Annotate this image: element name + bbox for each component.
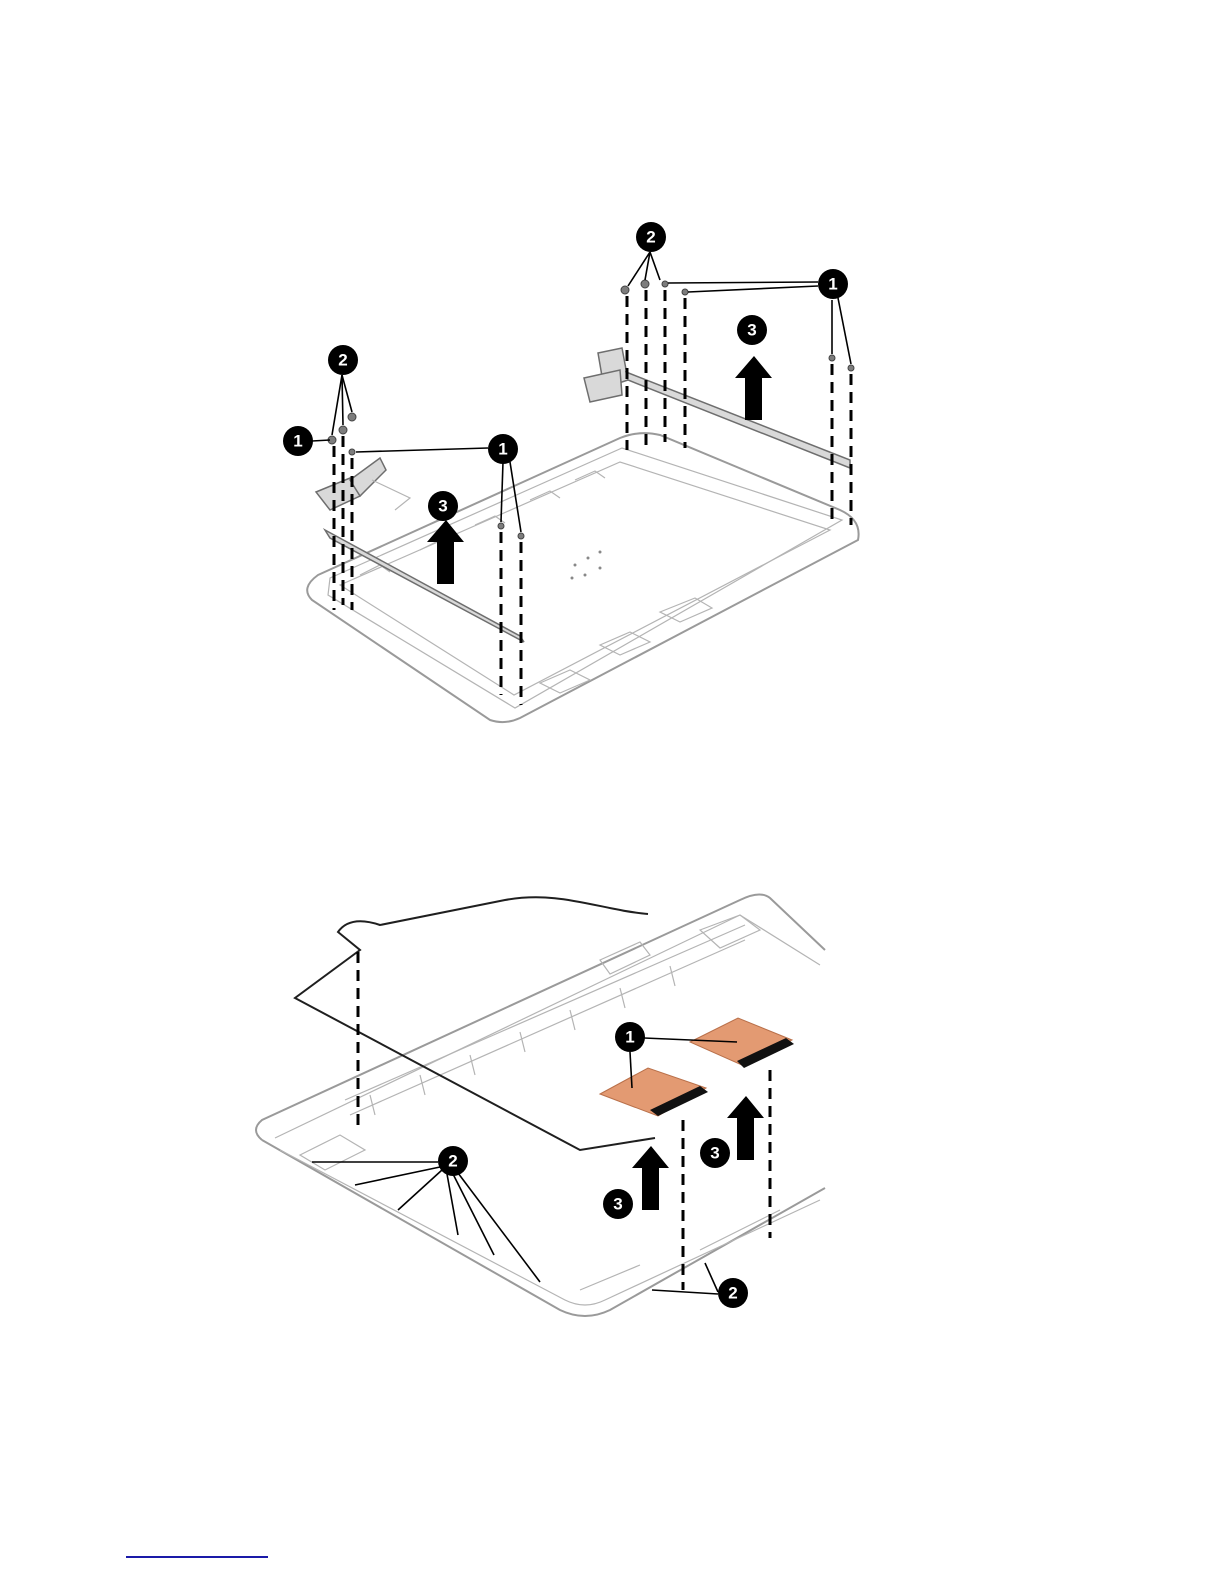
right-hinge xyxy=(584,348,850,468)
antenna-removal-illustration: 1 2 3 3 2 xyxy=(0,870,1224,1350)
callout-badge: 1 xyxy=(615,1022,645,1052)
svg-text:2: 2 xyxy=(338,351,347,370)
screw-icon xyxy=(339,426,347,434)
lift-arrow-icon xyxy=(735,356,772,420)
screw-icon xyxy=(518,533,524,539)
lift-arrow-icon xyxy=(727,1096,764,1160)
figure-hinge-removal: 2 1 1 3 2 1 3 xyxy=(0,180,1224,740)
screw-icon xyxy=(621,286,629,294)
callout-badge: 1 xyxy=(488,434,518,464)
screw-icon xyxy=(349,449,355,455)
lift-arrow-icon xyxy=(427,520,464,584)
callout-badge: 3 xyxy=(737,315,767,345)
footnote-rule xyxy=(126,1556,268,1558)
callout-badge: 1 xyxy=(818,269,848,299)
screw-icon xyxy=(641,280,649,288)
callout-badge: 2 xyxy=(438,1146,468,1176)
antenna-cable xyxy=(295,897,655,1150)
callout-badge: 3 xyxy=(700,1138,730,1168)
screw-icon xyxy=(662,281,668,287)
screw-icon xyxy=(682,289,688,295)
svg-text:2: 2 xyxy=(728,1284,737,1303)
antenna-pad-right xyxy=(690,1018,794,1068)
callout-badge: 1 xyxy=(283,426,313,456)
svg-text:3: 3 xyxy=(710,1144,719,1163)
screw-icon xyxy=(829,355,835,361)
svg-text:3: 3 xyxy=(613,1195,622,1214)
callout-badge: 2 xyxy=(328,345,358,375)
svg-text:3: 3 xyxy=(747,321,756,340)
svg-text:1: 1 xyxy=(828,275,837,294)
callout-badge: 3 xyxy=(428,491,458,521)
svg-text:1: 1 xyxy=(293,432,302,451)
svg-text:1: 1 xyxy=(625,1028,634,1047)
alignment-lines xyxy=(358,952,770,1290)
callout-badge: 2 xyxy=(636,222,666,252)
lift-arrow-icon xyxy=(632,1146,669,1210)
svg-text:2: 2 xyxy=(646,228,655,247)
screw-icon xyxy=(348,413,356,421)
screw-icon xyxy=(498,523,504,529)
screw-icon xyxy=(848,365,854,371)
svg-text:1: 1 xyxy=(498,440,507,459)
callout-badge: 3 xyxy=(603,1189,633,1219)
antenna-pad-left xyxy=(600,1068,708,1116)
svg-text:3: 3 xyxy=(438,497,447,516)
svg-text:2: 2 xyxy=(448,1152,457,1171)
figure-antenna-removal: 1 2 3 3 2 xyxy=(0,870,1224,1350)
display-back-cover xyxy=(307,433,858,722)
callout-badge: 2 xyxy=(718,1278,748,1308)
hinge-removal-illustration: 2 1 1 3 2 1 3 xyxy=(0,180,1224,740)
